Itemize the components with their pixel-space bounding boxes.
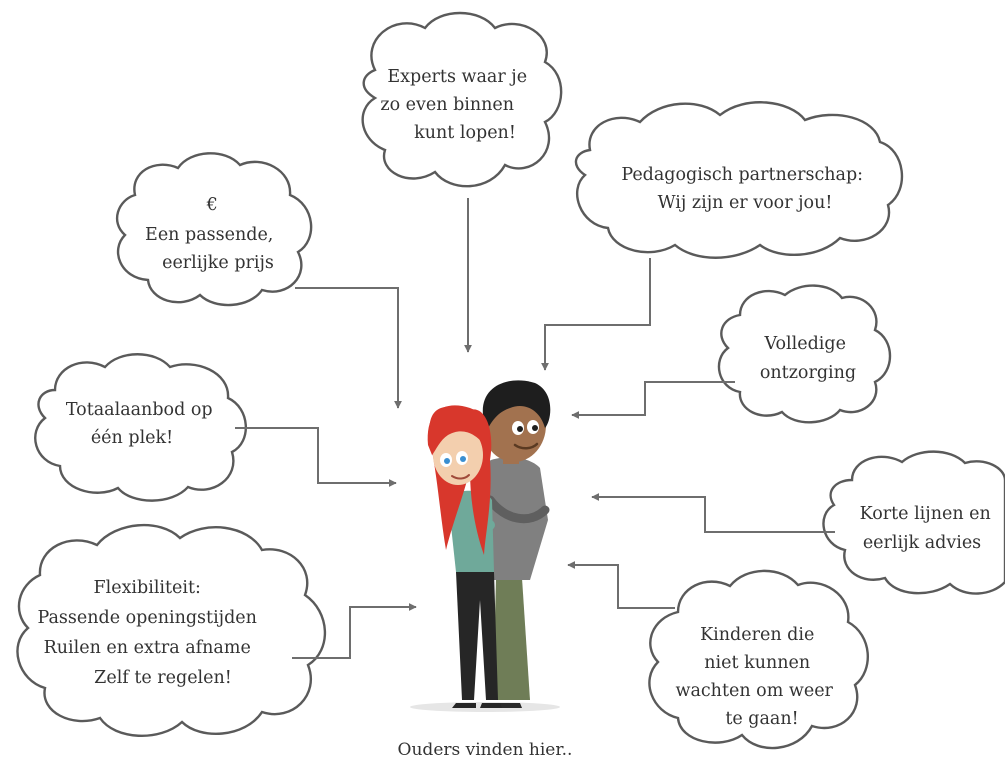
arrow-advies <box>591 493 835 533</box>
arrow-flexibiliteit <box>292 603 417 659</box>
arrow-prijs <box>295 287 402 409</box>
woman-figure <box>427 405 502 708</box>
arrow-pedagogisch <box>541 258 651 371</box>
text-flexibiliteit: Flexibiliteit: Passende openingstijden R… <box>37 578 262 688</box>
cloud-pedagogisch <box>574 101 904 259</box>
man-figure <box>478 380 551 708</box>
parents-illustration <box>410 380 560 712</box>
cloud-totaalaanbod <box>34 353 248 502</box>
cloud-prijs <box>115 152 313 307</box>
cloud-advies <box>822 450 1005 595</box>
text-kinderen: Kinderen die niet kunnen wachten om weer… <box>675 625 838 729</box>
text-ontzorging: Volledige ontzorging <box>760 334 856 383</box>
caption-ouders: Ouders vinden hier.. <box>398 740 573 760</box>
cloud-kinderen <box>648 569 869 750</box>
arrow-kinderen <box>567 561 675 609</box>
cloud-experts <box>361 11 563 188</box>
arrow-ontzorging <box>571 381 735 419</box>
arrow-totaalaanbod <box>235 427 397 487</box>
text-advies: Korte lijnen en eerlijk advies <box>860 504 997 553</box>
text-totaalaanbod: Totaalaanbod op één plek! <box>66 400 218 448</box>
text-pedagogisch: Pedagogisch partnerschap: Wij zijn er vo… <box>621 165 868 213</box>
arrows <box>235 198 835 659</box>
cloud-ontzorging <box>717 284 892 424</box>
text-experts: Experts waar je zo even binnen kunt lope… <box>380 67 532 143</box>
text-prijs: € Een passende, eerlijke prijs <box>145 195 279 273</box>
cloud-flexibiliteit <box>16 523 327 738</box>
